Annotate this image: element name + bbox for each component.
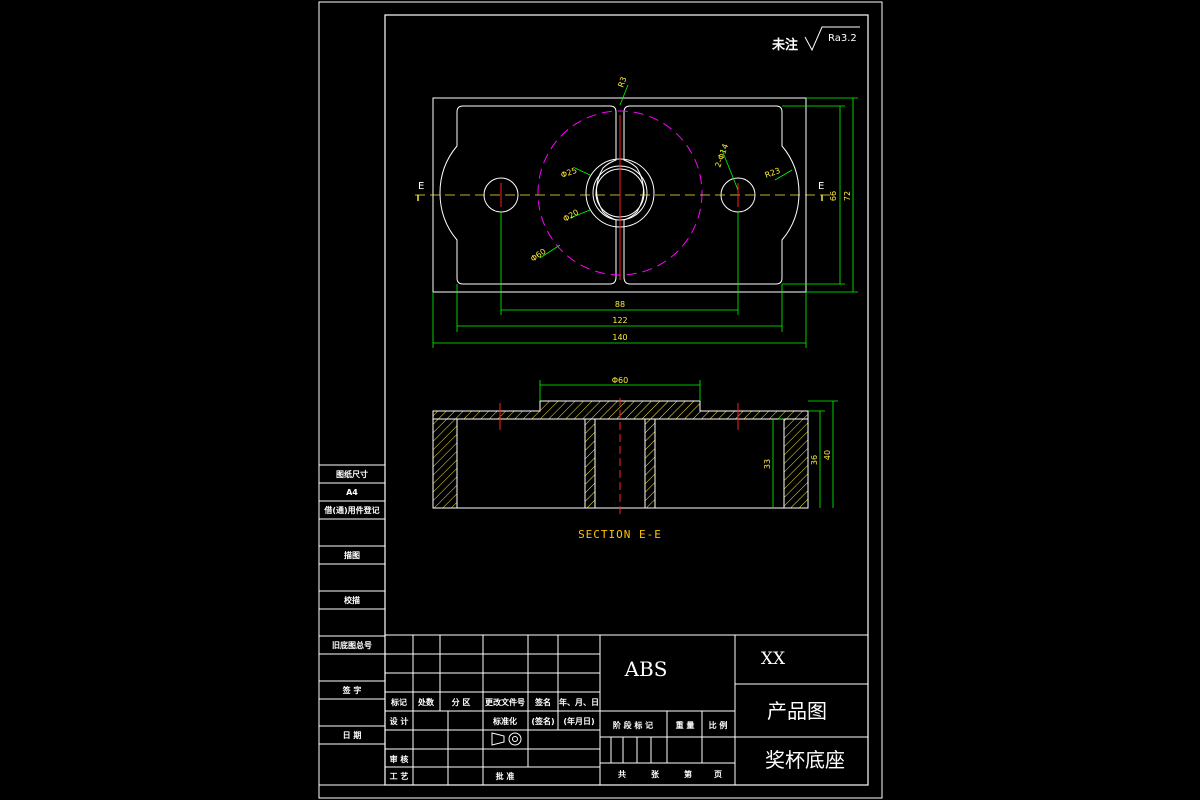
label-standardization: 标准化 xyxy=(492,716,517,726)
left-strip-cell-2: 借(通)用件登记 xyxy=(323,505,379,515)
section-right-wall xyxy=(783,418,809,509)
sheet-border xyxy=(318,1,883,799)
top-view-right-pocket xyxy=(623,105,800,285)
dim-phi25: Φ25 xyxy=(560,166,579,180)
sheet-footer-1: 张 xyxy=(651,770,660,779)
dim-72: 72 xyxy=(843,191,852,201)
projection-symbol-icon xyxy=(491,732,522,746)
section-left-wall xyxy=(432,418,458,509)
section-dim-33: 33 xyxy=(763,459,772,469)
surface-roughness-note: 未注 Ra3.2 xyxy=(771,26,860,53)
section-boss-right xyxy=(644,418,656,509)
part-name-field: 奖杯底座 xyxy=(765,748,845,772)
left-strip-cell-12: 日 期 xyxy=(343,730,362,740)
dim-r3: R3 xyxy=(616,76,628,89)
title-block xyxy=(384,634,869,786)
left-strip-cell-8: 旧底图总号 xyxy=(332,640,372,650)
stage-header-0: 阶 段 标 记 xyxy=(613,720,653,730)
sheet-footer-2: 第 xyxy=(684,769,692,779)
dim-phi20: Φ20 xyxy=(562,208,581,224)
top-view: E E 88 122 xyxy=(415,76,858,348)
left-strip-cell-6: 校描 xyxy=(344,595,360,605)
dim-88: 88 xyxy=(615,300,625,309)
section-view: Φ60 33 36 40 SECTION E-E xyxy=(432,376,838,541)
revision-header-1: 处数 xyxy=(417,697,435,707)
section-dim-40: 40 xyxy=(823,450,832,460)
left-strip-cell-4: 描图 xyxy=(344,550,360,560)
dim-phi60: Φ60 xyxy=(529,247,548,264)
section-title: SECTION E-E xyxy=(578,528,662,541)
material-field: ABS xyxy=(624,657,668,681)
section-marker-right: E xyxy=(818,181,824,192)
stage-header-2: 比 例 xyxy=(709,720,728,730)
label-review: 审 核 xyxy=(390,754,409,764)
section-boss-left xyxy=(584,418,596,509)
revision-header-0: 标记 xyxy=(390,697,407,707)
label-process: 工 艺 xyxy=(390,771,409,781)
section-dimension-lines xyxy=(539,380,838,508)
roughness-value: Ra3.2 xyxy=(828,33,857,44)
stage-header-1: 重 量 xyxy=(676,720,695,730)
drawing-type-field: 产品图 xyxy=(767,699,827,723)
sheet-footer-3: 页 xyxy=(714,770,722,779)
revision-header-5: 年、月、日 xyxy=(559,697,599,707)
revision-header-4: 签名 xyxy=(534,697,551,707)
dim-66: 66 xyxy=(829,191,838,201)
revision-header-2: 分 区 xyxy=(452,697,471,707)
revision-header-3: 更改文件号 xyxy=(485,697,525,707)
label-signature: (签名) xyxy=(531,716,554,726)
roughness-symbol-icon xyxy=(804,26,860,52)
company-field: XX xyxy=(761,649,786,669)
left-strip-cell-0: 图纸尺寸 xyxy=(336,469,368,479)
label-approve: 批 准 xyxy=(496,771,515,781)
dim-140: 140 xyxy=(612,333,627,342)
left-strip-cell-1: A4 xyxy=(346,488,358,497)
dim-122: 122 xyxy=(612,316,627,325)
top-view-dimension-lines xyxy=(432,84,858,348)
title-block-texts: 标记处数 分 区 更改文件号签名年、月、日设 计 标准化 (签名) (年月日) 审 核工 艺… xyxy=(390,649,845,781)
roughness-label: 未注 xyxy=(771,37,798,53)
top-view-left-pocket xyxy=(439,105,617,285)
left-strip-cell-10: 签 字 xyxy=(342,685,362,695)
section-marker-left: E xyxy=(418,181,424,192)
section-dim-36: 36 xyxy=(810,455,819,465)
label-date: (年月日) xyxy=(563,716,594,726)
section-dim-phi60: Φ60 xyxy=(612,376,628,385)
sheet-footer-0: 共 xyxy=(618,769,626,779)
label-design: 设 计 xyxy=(390,716,409,726)
